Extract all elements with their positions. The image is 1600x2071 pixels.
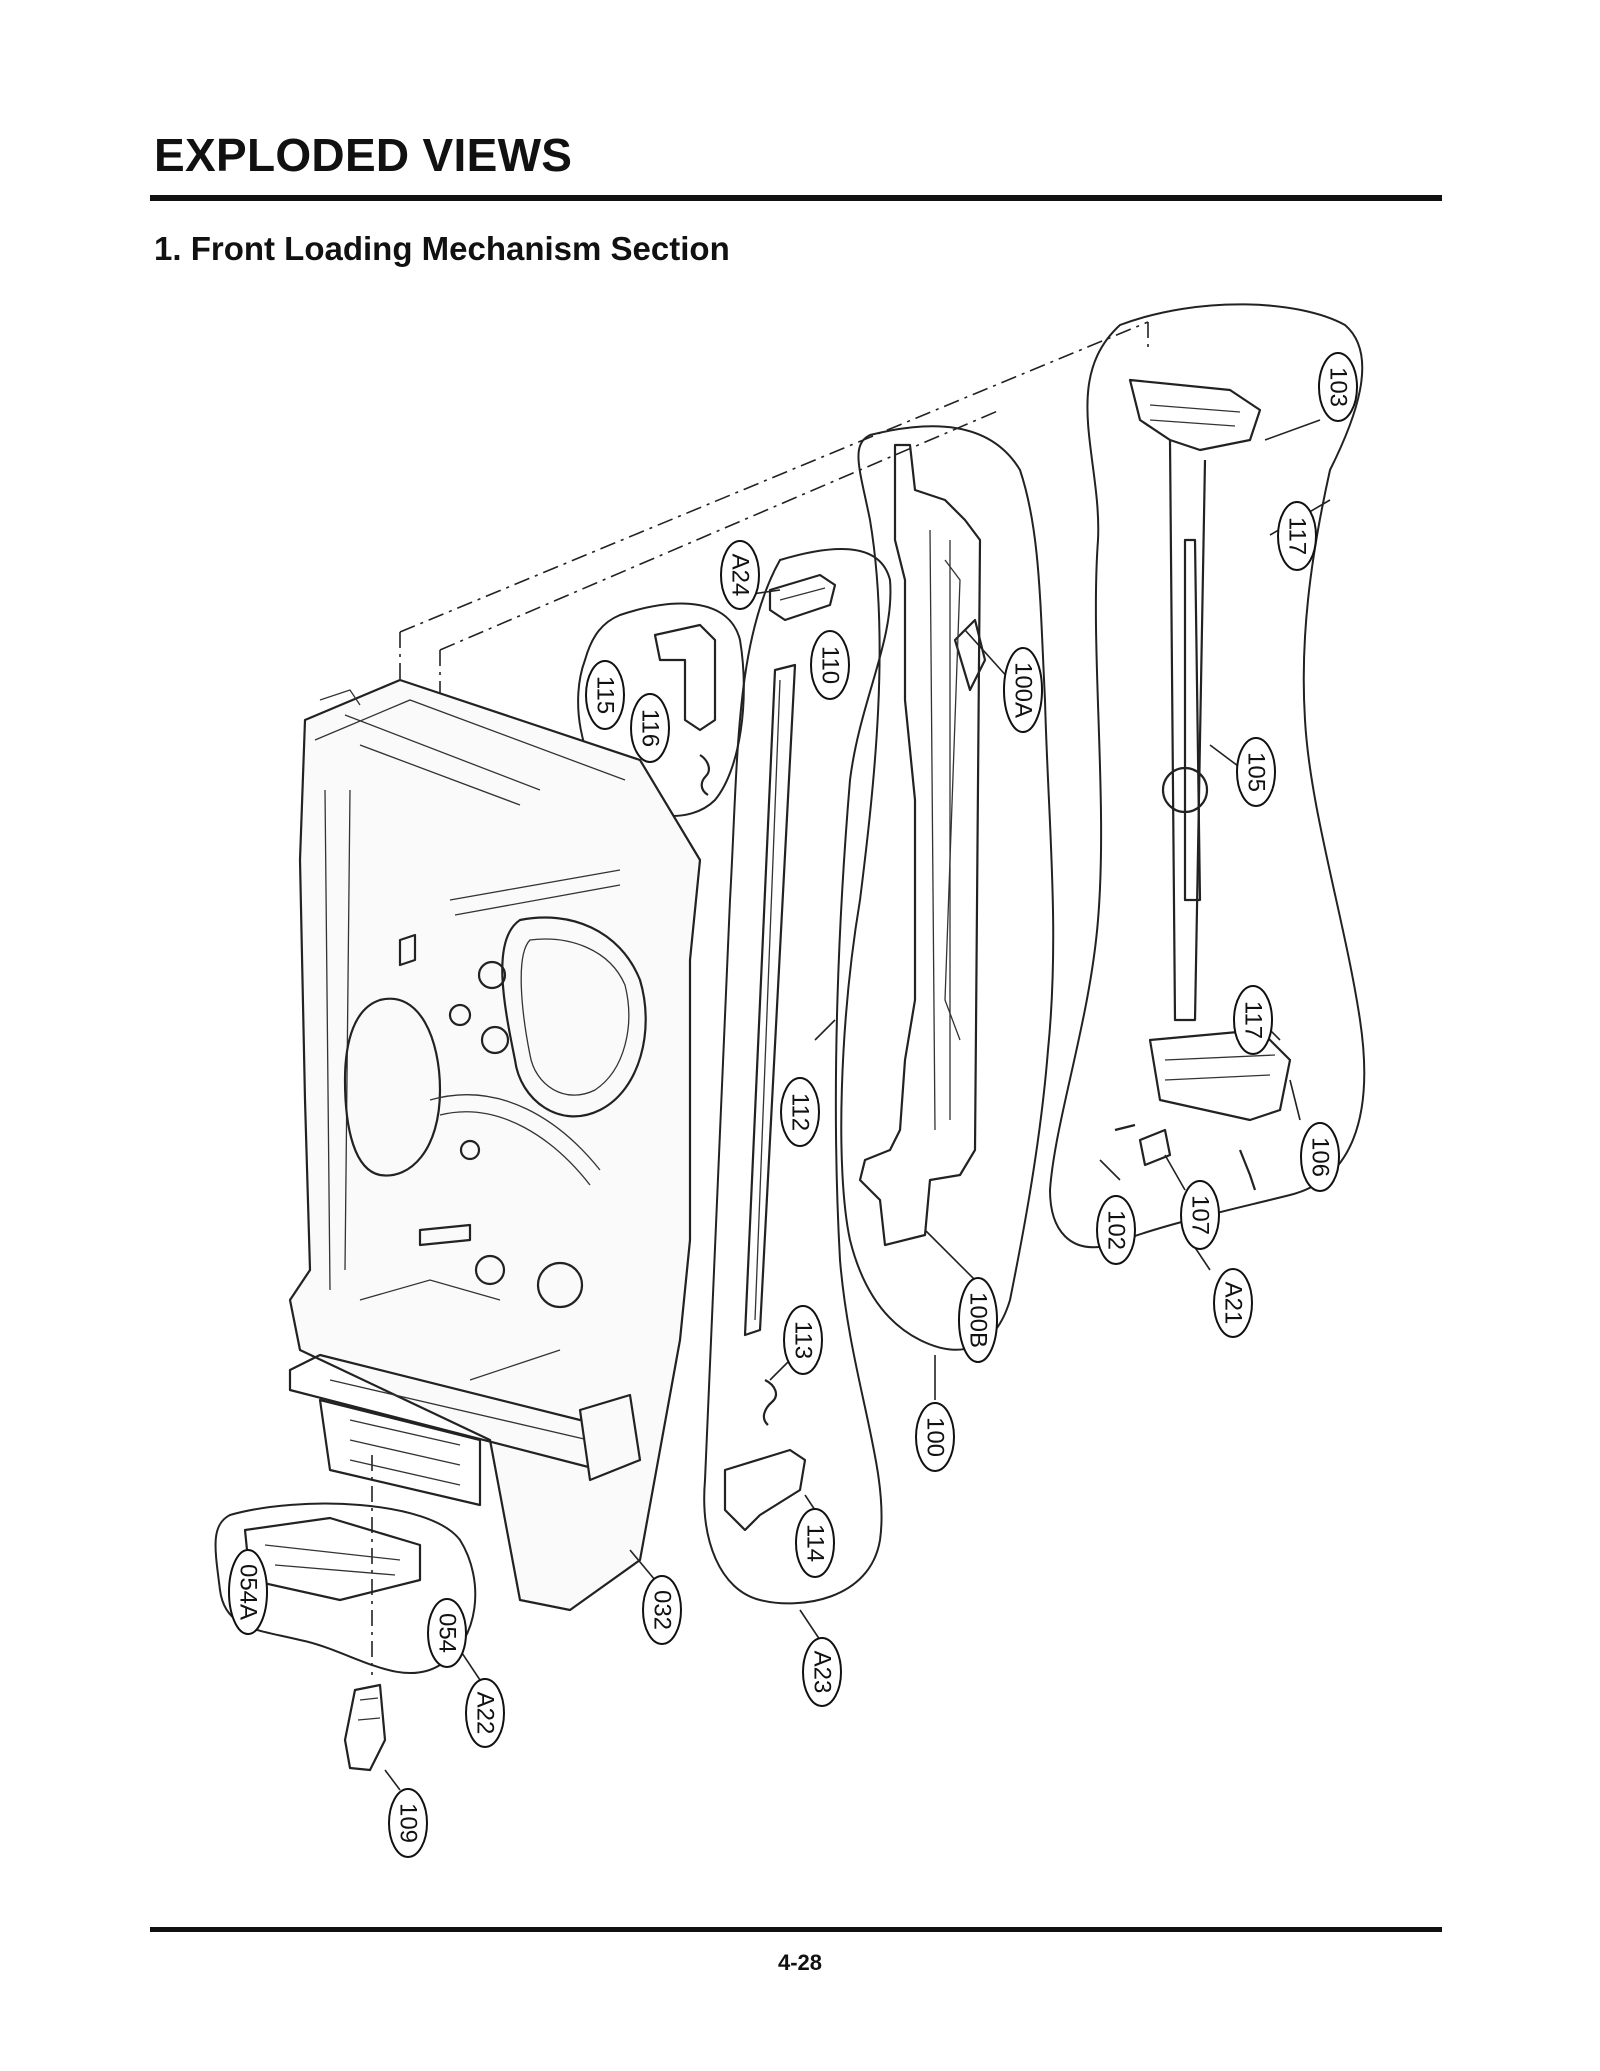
callout-a22: A22 [465, 1678, 505, 1748]
svg-text:100: 100 [922, 1417, 949, 1457]
callout-054a: 054A [228, 1549, 268, 1635]
section-title: 1. Front Loading Mechanism Section [154, 230, 730, 267]
callout-a24: A24 [720, 540, 760, 610]
svg-text:115: 115 [592, 676, 619, 714]
svg-text:105: 105 [1243, 752, 1270, 792]
assembly-a24 [653, 623, 717, 796]
slide-a21 [1114, 378, 1292, 1191]
callout-114: 114 [795, 1508, 835, 1578]
callout-100: 100 [915, 1402, 955, 1472]
callout-100b: 100B [958, 1277, 998, 1363]
svg-text:117: 117 [1284, 517, 1311, 555]
group-outline-100 [840, 425, 1055, 1351]
svg-text:102: 102 [1103, 1210, 1130, 1250]
slider-a23 [723, 573, 837, 1532]
header-rule [150, 195, 1442, 201]
callout-113: 113 [783, 1305, 823, 1375]
callout-a21: A21 [1213, 1268, 1253, 1338]
svg-text:A22: A22 [472, 1692, 499, 1735]
main-chassis [288, 678, 702, 1612]
callout-110: 110 [810, 630, 850, 700]
svg-text:112: 112 [787, 1093, 814, 1131]
svg-text:054A: 054A [235, 1564, 262, 1620]
svg-text:100B: 100B [965, 1292, 992, 1348]
svg-text:114: 114 [802, 1524, 829, 1562]
callout-100a: 100A [1003, 647, 1043, 733]
alignment-lines [371, 321, 1149, 1675]
callout-103: 103 [1318, 352, 1358, 422]
svg-text:100A: 100A [1010, 662, 1037, 718]
group-outline-a22 [214, 1502, 477, 1675]
group-outline-a24 [577, 602, 745, 817]
page-title: EXPLODED VIEWS [154, 129, 573, 181]
svg-text:117: 117 [1240, 1001, 1267, 1039]
callout-116: 116 [630, 693, 670, 763]
part-109 [343, 1683, 387, 1772]
frame-100 [858, 443, 987, 1247]
group-outline-a21 [1048, 303, 1366, 1249]
callouts: 103 117 105 117 106 107 102 A21 100A 100… [228, 352, 1358, 1858]
callout-117-bottom: 117 [1233, 985, 1273, 1055]
svg-text:109: 109 [395, 1803, 422, 1843]
svg-text:113: 113 [790, 1321, 817, 1359]
page-number: 4-28 [777, 1950, 823, 1975]
callout-106: 106 [1300, 1122, 1340, 1192]
callout-112: 112 [780, 1077, 820, 1147]
callout-109: 109 [388, 1788, 428, 1858]
svg-text:116: 116 [637, 709, 664, 747]
svg-text:032: 032 [649, 1590, 676, 1630]
callout-105: 105 [1236, 737, 1276, 807]
svg-text:110: 110 [817, 646, 844, 684]
footer-rule [150, 1927, 1442, 1932]
svg-text:103: 103 [1325, 367, 1352, 407]
group-outline-a23 [703, 547, 892, 1605]
callout-117-top: 117 [1277, 501, 1317, 571]
callout-107: 107 [1180, 1180, 1220, 1250]
callout-a23: A23 [802, 1637, 842, 1707]
callout-115: 115 [585, 660, 625, 730]
svg-text:106: 106 [1307, 1137, 1334, 1177]
svg-text:A23: A23 [809, 1651, 836, 1694]
svg-text:A21: A21 [1220, 1282, 1247, 1325]
svg-text:107: 107 [1187, 1195, 1214, 1235]
callout-054: 054 [427, 1598, 467, 1668]
svg-text:A24: A24 [727, 554, 754, 597]
svg-text:054: 054 [434, 1613, 461, 1653]
callout-032: 032 [642, 1575, 682, 1645]
assembly-a22 [243, 1516, 422, 1602]
callout-102: 102 [1096, 1195, 1136, 1265]
